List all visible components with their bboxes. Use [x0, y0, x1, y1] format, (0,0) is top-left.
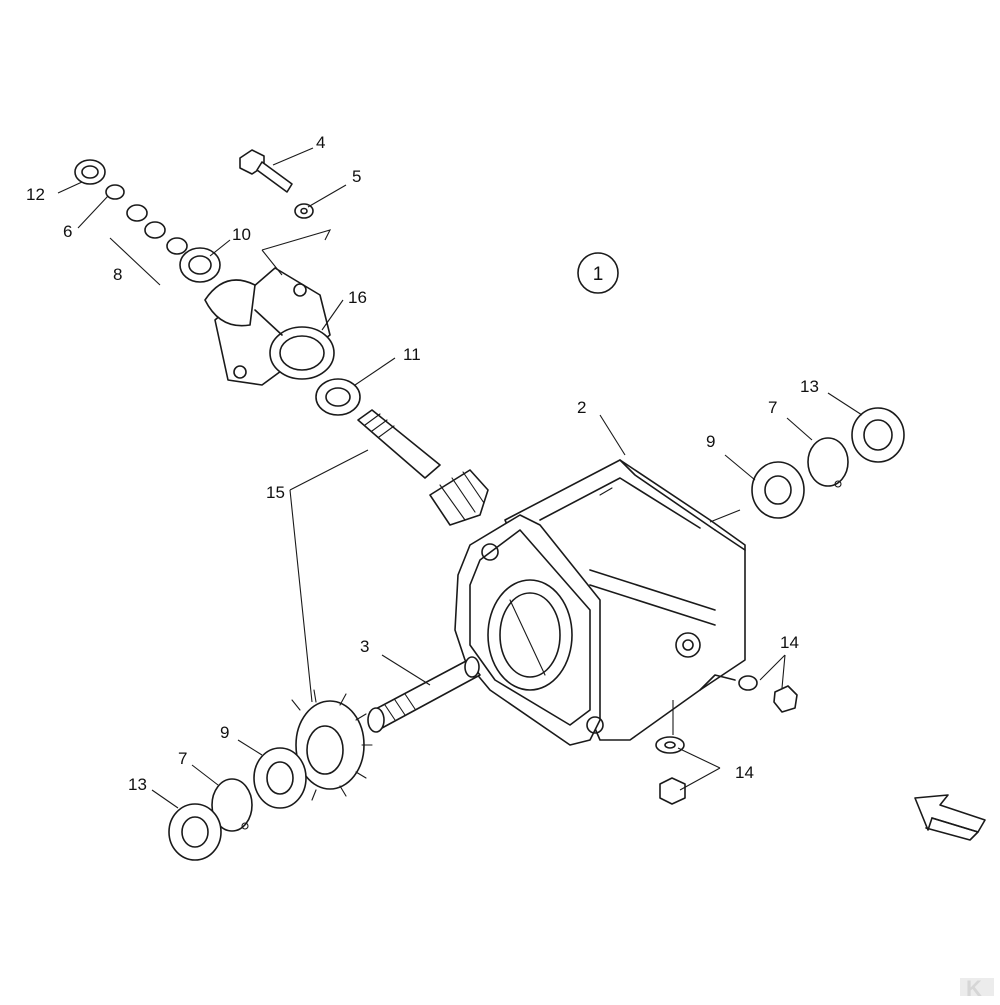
callout-8: 8 [113, 265, 122, 284]
callout-6: 6 [63, 222, 72, 241]
svg-text:K: K [966, 976, 982, 1000]
circlip-7-lower [211, 778, 253, 832]
assembly-number: 1 [593, 264, 604, 285]
bolt-4 [239, 149, 293, 193]
circlip-7-right [807, 437, 849, 488]
callout-4: 4 [316, 133, 325, 152]
callout-15: 15 [266, 483, 285, 502]
drain-plug-right [738, 675, 798, 713]
washer-5 [294, 203, 314, 219]
callout-14-right: 14 [780, 633, 799, 652]
callout-14-bottom: 14 [735, 763, 754, 782]
bearing-11 [315, 378, 361, 416]
seal-13-lower [168, 803, 222, 861]
callout-5: 5 [352, 167, 361, 186]
callout-13-bottom: 13 [128, 775, 147, 794]
drain-plug-bottom [655, 736, 686, 805]
bearing-9-lower [253, 747, 307, 809]
callout-9-bottom: 9 [220, 723, 229, 742]
flange-housing [204, 267, 335, 386]
callout-7-top: 7 [768, 398, 777, 417]
circlip-6 [105, 184, 125, 200]
leader-lines [57, 147, 863, 809]
seal-13-right [851, 407, 905, 463]
callout-11: 11 [403, 345, 421, 364]
callout-13-top: 13 [800, 377, 819, 396]
bearing-9-right [751, 461, 805, 519]
watermark-logo: K [960, 976, 994, 1001]
direction-arrow-icon [914, 794, 986, 841]
callout-16: 16 [348, 288, 367, 307]
callout-labels: 4 5 12 6 8 10 16 11 15 2 3 9 7 13 14 14 … [26, 133, 819, 794]
callout-2: 2 [577, 398, 586, 417]
callout-12: 12 [26, 185, 45, 204]
callout-7-bottom: 7 [178, 749, 187, 768]
seal-12 [74, 159, 106, 185]
callout-10: 10 [232, 225, 251, 244]
bevel-gear [291, 689, 373, 801]
bearing-10 [179, 247, 221, 283]
gearbox-housing [454, 459, 746, 746]
assembly-number-badge: 1 [577, 252, 619, 294]
gear-shaft-3 [367, 656, 481, 733]
callout-3: 3 [360, 637, 369, 656]
pinion-shaft [357, 409, 489, 526]
callout-9-top: 9 [706, 432, 715, 451]
shim-set-8 [126, 204, 188, 255]
